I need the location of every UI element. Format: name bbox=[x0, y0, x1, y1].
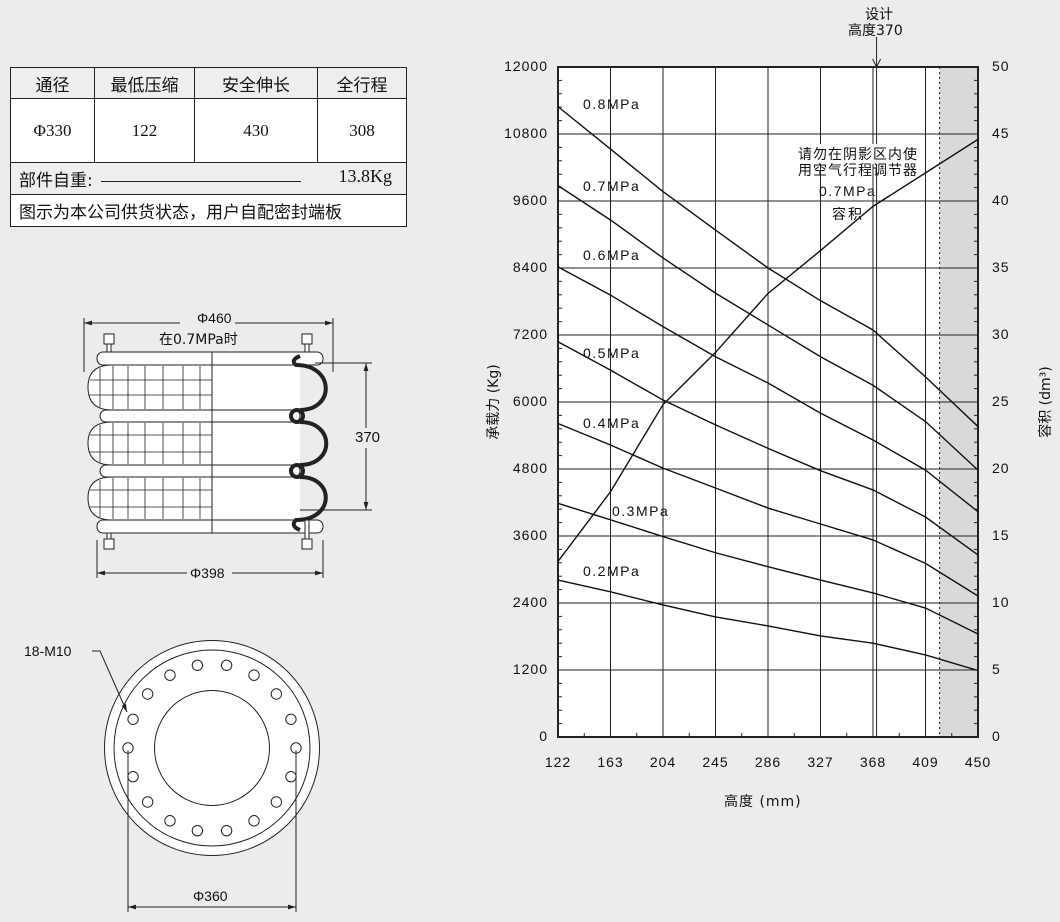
outer-diameter-label: Φ460 bbox=[197, 310, 232, 326]
y-tick-label: 10800 bbox=[504, 125, 548, 141]
y-tick-label: 1200 bbox=[512, 661, 548, 677]
series-label: 0.5MPa bbox=[583, 345, 641, 361]
x-tick-label: 245 bbox=[702, 754, 729, 770]
y-tick-label: 8400 bbox=[512, 259, 548, 275]
y2-tick-label: 15 bbox=[992, 527, 1010, 543]
bolt-label: 18-M10 bbox=[24, 643, 72, 659]
y2-tick-label: 10 bbox=[992, 594, 1010, 610]
x-tick-label: 450 bbox=[964, 754, 992, 770]
x-axis-title: 高度 (mm) bbox=[724, 794, 802, 810]
shaded-note-1: 请勿在阴影区内使 bbox=[798, 144, 918, 164]
design-label-1: 设计 bbox=[865, 7, 893, 23]
x-tick-label: 286 bbox=[754, 754, 782, 770]
volume-label-1: 0.7MPa bbox=[819, 183, 877, 199]
volume-label-2: 容积 bbox=[832, 207, 864, 223]
y2-tick-label: 5 bbox=[992, 661, 1001, 677]
spec-table: 通径 最低压缩 安全伸长 全行程 Φ330 122 430 308 部件自重:1… bbox=[10, 67, 407, 227]
plate-diameter-label: Φ398 bbox=[190, 565, 225, 581]
series-label: 0.3MPa bbox=[612, 503, 670, 519]
y-tick-label: 2400 bbox=[512, 594, 548, 610]
series-line-0-8MPa bbox=[557, 106, 979, 428]
series-label: 0.2MPa bbox=[583, 563, 641, 579]
height-label: 370 bbox=[353, 429, 383, 446]
y-tick-label: 7200 bbox=[512, 326, 548, 342]
value-full-stroke: 308 bbox=[317, 98, 407, 163]
weight-row: 部件自重: 13.8Kg bbox=[10, 162, 407, 195]
series-label: 0.4MPa bbox=[583, 415, 641, 431]
value-safe-extension: 430 bbox=[194, 98, 318, 163]
y2-tick-label: 0 bbox=[992, 728, 1001, 744]
weight-label: 部件自重: bbox=[19, 171, 93, 191]
y-tick-label: 3600 bbox=[512, 527, 548, 543]
note-row: 图示为本公司供货状态，用户自配密封端板 bbox=[10, 194, 407, 227]
series-line-0-7MPa bbox=[557, 185, 979, 471]
plot-frame bbox=[557, 66, 979, 738]
y-tick-label: 6000 bbox=[512, 393, 548, 409]
supply-note: 图示为本公司供货状态，用户自配密封端板 bbox=[10, 194, 407, 227]
series-line-0-6MPa bbox=[557, 266, 979, 513]
y2-tick-label: 20 bbox=[992, 460, 1010, 476]
y2-tick-label: 30 bbox=[992, 326, 1010, 342]
leader-line bbox=[100, 180, 301, 182]
y2-axis-title: 容积 (dm³) bbox=[1038, 366, 1054, 438]
y2-tick-label: 35 bbox=[992, 259, 1010, 275]
header-full-stroke: 全行程 bbox=[317, 67, 407, 99]
series-label: 0.7MPa bbox=[583, 178, 641, 194]
spec-value-row: Φ330 122 430 308 bbox=[10, 98, 407, 163]
y-axis-title: 承载力 (Kg) bbox=[486, 364, 502, 440]
y-tick-label: 4800 bbox=[512, 460, 548, 476]
y2-tick-label: 50 bbox=[992, 58, 1010, 74]
value-min-compression: 122 bbox=[94, 98, 195, 163]
series-line-0-5MPa bbox=[557, 341, 979, 556]
x-tick-label: 122 bbox=[544, 754, 572, 770]
series-line-0-4MPa bbox=[557, 422, 979, 597]
bolt-circle-label: Φ360 bbox=[193, 888, 228, 904]
x-tick-label: 327 bbox=[807, 754, 834, 770]
pressure-note: 在0.7MPa时 bbox=[159, 332, 238, 348]
y2-tick-label: 25 bbox=[992, 393, 1010, 409]
value-bore: Φ330 bbox=[10, 98, 95, 163]
x-tick-label: 163 bbox=[597, 754, 624, 770]
volume-line bbox=[557, 138, 979, 562]
series-line-0-3MPa bbox=[557, 502, 979, 635]
x-tick-label: 204 bbox=[649, 754, 677, 770]
series-label: 0.6MPa bbox=[583, 247, 641, 263]
y-tick-label: 12000 bbox=[504, 58, 548, 74]
y-tick-label: 0 bbox=[539, 728, 548, 744]
weight-value: 13.8Kg bbox=[338, 166, 393, 186]
series-line-0-2MPa bbox=[557, 579, 979, 672]
y-tick-label: 9600 bbox=[512, 192, 548, 208]
design-label-2: 高度370 bbox=[848, 23, 903, 39]
x-tick-label: 368 bbox=[859, 754, 887, 770]
y2-tick-label: 40 bbox=[992, 192, 1010, 208]
shaded-note-2: 用空气行程调节器 bbox=[798, 163, 918, 179]
x-tick-label: 409 bbox=[912, 754, 939, 770]
y2-tick-label: 45 bbox=[992, 125, 1010, 141]
series-label: 0.8MPa bbox=[583, 96, 641, 112]
